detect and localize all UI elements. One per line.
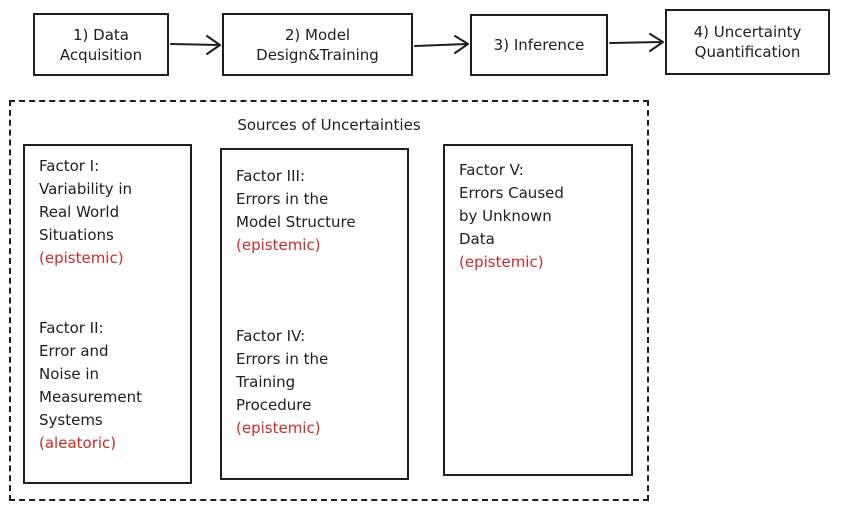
arrow-right-icon	[170, 35, 221, 55]
factor-type-badge: (epistemic)	[236, 236, 321, 254]
step-data-acquisition: 1) Data Acquisition	[33, 13, 169, 76]
sources-title: Sources of Uncertainties	[237, 116, 421, 134]
factor-block: Factor II: Error and Noise in Measuremen…	[39, 317, 182, 455]
step-label: 1) Data Acquisition	[59, 25, 143, 64]
factor-block: Factor III: Errors in the Model Structur…	[236, 165, 399, 257]
factor-type-badge: (epistemic)	[39, 249, 124, 267]
step-model-design-training: 2) Model Design&Training	[222, 13, 413, 76]
factor-block: Factor V: Errors Caused by Unknown Data …	[459, 159, 623, 274]
factor-block: Factor IV: Errors in the Training Proced…	[236, 325, 399, 440]
step-uncertainty-quantification: 4) Uncertainty Quantification	[665, 9, 830, 75]
factor-text: Factor I: Variability in Real World Situ…	[39, 157, 133, 244]
arrow-right-icon	[414, 35, 469, 54]
factor-text: Factor II: Error and Noise in Measuremen…	[39, 319, 142, 429]
factor-text: Factor V: Errors Caused by Unknown Data	[459, 161, 564, 248]
factor-block: Factor I: Variability in Real World Situ…	[39, 155, 182, 270]
factor-text: Factor IV: Errors in the Training Proced…	[236, 327, 329, 414]
factor-column-3: Factor V: Errors Caused by Unknown Data …	[443, 144, 633, 476]
sources-container: Sources of Uncertainties	[9, 100, 649, 501]
step-label: 3) Inference	[493, 36, 585, 54]
factor-text: Factor III: Errors in the Model Structur…	[236, 167, 356, 231]
factor-type-badge: (epistemic)	[236, 419, 321, 437]
step-label: 2) Model Design&Training	[256, 25, 379, 64]
arrow-right-icon	[609, 33, 664, 52]
factor-column-2: Factor III: Errors in the Model Structur…	[220, 148, 409, 480]
factor-column-1: Factor I: Variability in Real World Situ…	[23, 144, 192, 484]
factor-type-badge: (epistemic)	[459, 253, 544, 271]
step-inference: 3) Inference	[470, 14, 608, 76]
factor-type-badge: (aleatoric)	[39, 434, 117, 452]
step-label: 4) Uncertainty Quantification	[693, 23, 802, 61]
